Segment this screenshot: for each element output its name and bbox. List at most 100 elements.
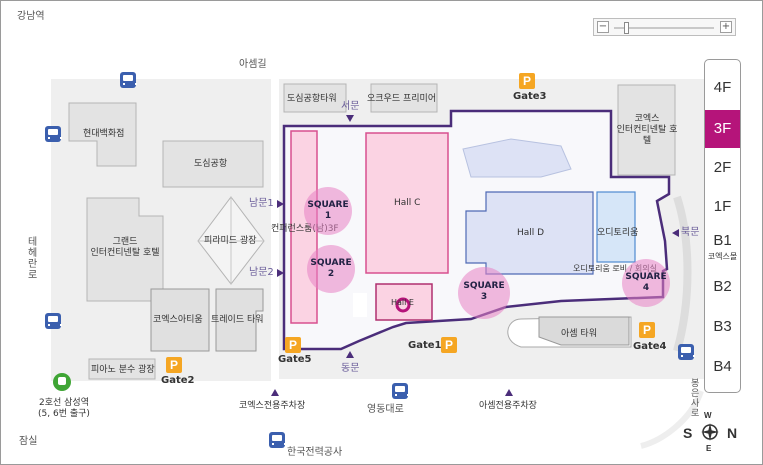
floor-b4-button[interactable]: B4 [713, 358, 732, 375]
dosim-airport-label: 도심공항 [194, 159, 228, 169]
floor-b3-button[interactable]: B3 [713, 318, 732, 335]
road-aseom-label: 아셈길 [239, 59, 267, 70]
zoom-in-button[interactable]: + [720, 21, 732, 33]
compass-rose-icon [701, 423, 719, 441]
pyramid-label: 피라미드 광장 [204, 236, 257, 246]
hall-e-label[interactable]: Hall E [391, 298, 414, 307]
hall-c-label[interactable]: Hall C [394, 198, 421, 208]
square-3[interactable]: SQUARE 3 [458, 267, 510, 319]
bus-stop-icon[interactable] [392, 383, 409, 399]
trade-tower-label: 트레이드 타워 [211, 315, 264, 325]
gate2-label: Gate2 [161, 375, 195, 386]
door-south1-label[interactable]: 남문1 [249, 198, 274, 209]
floor-1f-button[interactable]: 1F [713, 198, 732, 215]
grand-hotel-label: 그랜드 인터컨티넨탈 호텔 [90, 237, 160, 258]
bus-stop-icon[interactable] [269, 432, 286, 448]
floor-b1-note: 코엑스몰 [707, 252, 738, 261]
door-south2-marker [277, 269, 284, 277]
door-north-marker [672, 229, 679, 237]
conference-label[interactable]: 컨퍼런스룸(남)3F [271, 224, 339, 234]
square-4[interactable]: SQUARE 4 [622, 259, 670, 307]
floor-b1-button[interactable]: B1 [713, 232, 732, 249]
hall-e [375, 283, 433, 321]
hall-d [465, 191, 594, 275]
square-4-number: 4 [642, 283, 650, 293]
piano-fountain [88, 358, 156, 380]
gate5-label: Gate5 [278, 354, 312, 365]
auditorium [596, 191, 636, 263]
hyundai-label: 현대백화점 [83, 129, 125, 139]
door-east-label[interactable]: 동문 [341, 363, 360, 374]
door-east-marker [346, 351, 354, 358]
kepco-label: 한국전력공사 [287, 447, 343, 458]
square-3-number: 3 [480, 292, 488, 302]
asem-tower-label: 아셈 타워 [561, 329, 597, 339]
road-yeongdong-label: 영동대로 [367, 404, 404, 415]
gate1-label: Gate1 [408, 340, 442, 351]
door-west-label[interactable]: 서문 [341, 101, 360, 112]
bus-stop-icon[interactable] [45, 126, 62, 142]
bus-stop-icon[interactable] [45, 313, 62, 329]
building-grand-hotel [86, 197, 164, 302]
building-hyundai [68, 102, 137, 167]
square-1-title: SQUARE [307, 200, 349, 210]
compass-east: E [706, 444, 712, 453]
road-bongeunsa-label: 봉은사로 [691, 379, 700, 419]
floor-2f-button[interactable]: 2F [713, 159, 732, 176]
parking-gate3-icon[interactable]: P [519, 73, 535, 89]
parking-gate4-icon[interactable]: P [639, 322, 655, 338]
oakwood-label: 오크우드 프리미어 [367, 94, 437, 104]
building-oakwood [370, 83, 438, 113]
door-south2-label[interactable]: 남문2 [249, 267, 274, 278]
zoom-slider-thumb[interactable] [624, 22, 629, 34]
door-south1-marker [277, 200, 284, 208]
subway-station-label: 2호선 삼성역 (5, 6번 출구) [38, 398, 90, 419]
coex-hotel-label: 코엑스 인터컨티넨탈 호텔 [616, 114, 678, 146]
building-asem-tower [538, 316, 630, 346]
square-1[interactable]: SQUARE 1 [304, 187, 352, 235]
auditorium-label[interactable]: 오디토리움 [597, 228, 639, 238]
compass-north: N [727, 425, 738, 441]
road-gangnam-label: 강남역 [17, 11, 45, 22]
dosim-tower-label: 도심공항타워 [287, 94, 337, 104]
asem-parking-entrance-label: 아셈전용주차장 [479, 401, 537, 411]
building-dosim-tower [283, 83, 347, 113]
floor-b2-button[interactable]: B2 [713, 278, 732, 295]
hall-e-marker [395, 297, 411, 313]
auditorium-lobby-label[interactable]: 오디토리움 로비 / 회의실 [573, 264, 657, 273]
gate4-label: Gate4 [633, 341, 667, 352]
subway-station-icon[interactable] [53, 373, 71, 391]
floor-selector: 4F 3F 2F 1F B1 코엑스몰 B2 B3 B4 [704, 59, 741, 393]
building-dosim-airport [162, 140, 264, 188]
zoom-out-button[interactable]: − [597, 21, 609, 33]
compass: W S N E [683, 411, 743, 457]
road-jamsil-label: 잠실 [19, 436, 38, 447]
zoom-control: − + [593, 18, 736, 36]
floor-4f-button[interactable]: 4F [713, 79, 732, 96]
hall-d-label[interactable]: Hall D [517, 228, 545, 238]
square-4-title: SQUARE [625, 272, 667, 282]
parking-gate5-icon[interactable]: P [285, 337, 301, 353]
coex-artium-label: 코엑스아티움 [153, 315, 203, 325]
compass-south: S [683, 425, 693, 441]
square-3-title: SQUARE [463, 281, 505, 291]
door-west-marker [346, 115, 354, 122]
square-2-number: 2 [327, 269, 335, 279]
parking-gate2-icon[interactable]: P [166, 357, 182, 373]
square-2[interactable]: SQUARE 2 [307, 245, 355, 293]
bus-stop-icon[interactable] [120, 72, 137, 88]
bus-stop-icon[interactable] [678, 344, 695, 360]
hall-c [365, 132, 449, 274]
building-coex-hotel [617, 84, 676, 176]
building-trade-tower [215, 288, 264, 352]
zoom-slider-track[interactable] [614, 27, 714, 29]
floor-3f-button[interactable]: 3F [705, 110, 740, 148]
road-teheran-label: 테헤란로 [28, 237, 38, 281]
parking-gate1-icon[interactable]: P [441, 337, 457, 353]
door-north-label[interactable]: 북문 [681, 227, 700, 238]
square-1-number: 1 [324, 211, 332, 221]
compass-west: W [704, 411, 712, 420]
piano-fountain-label: 피아노 분수 광장 [91, 365, 155, 375]
